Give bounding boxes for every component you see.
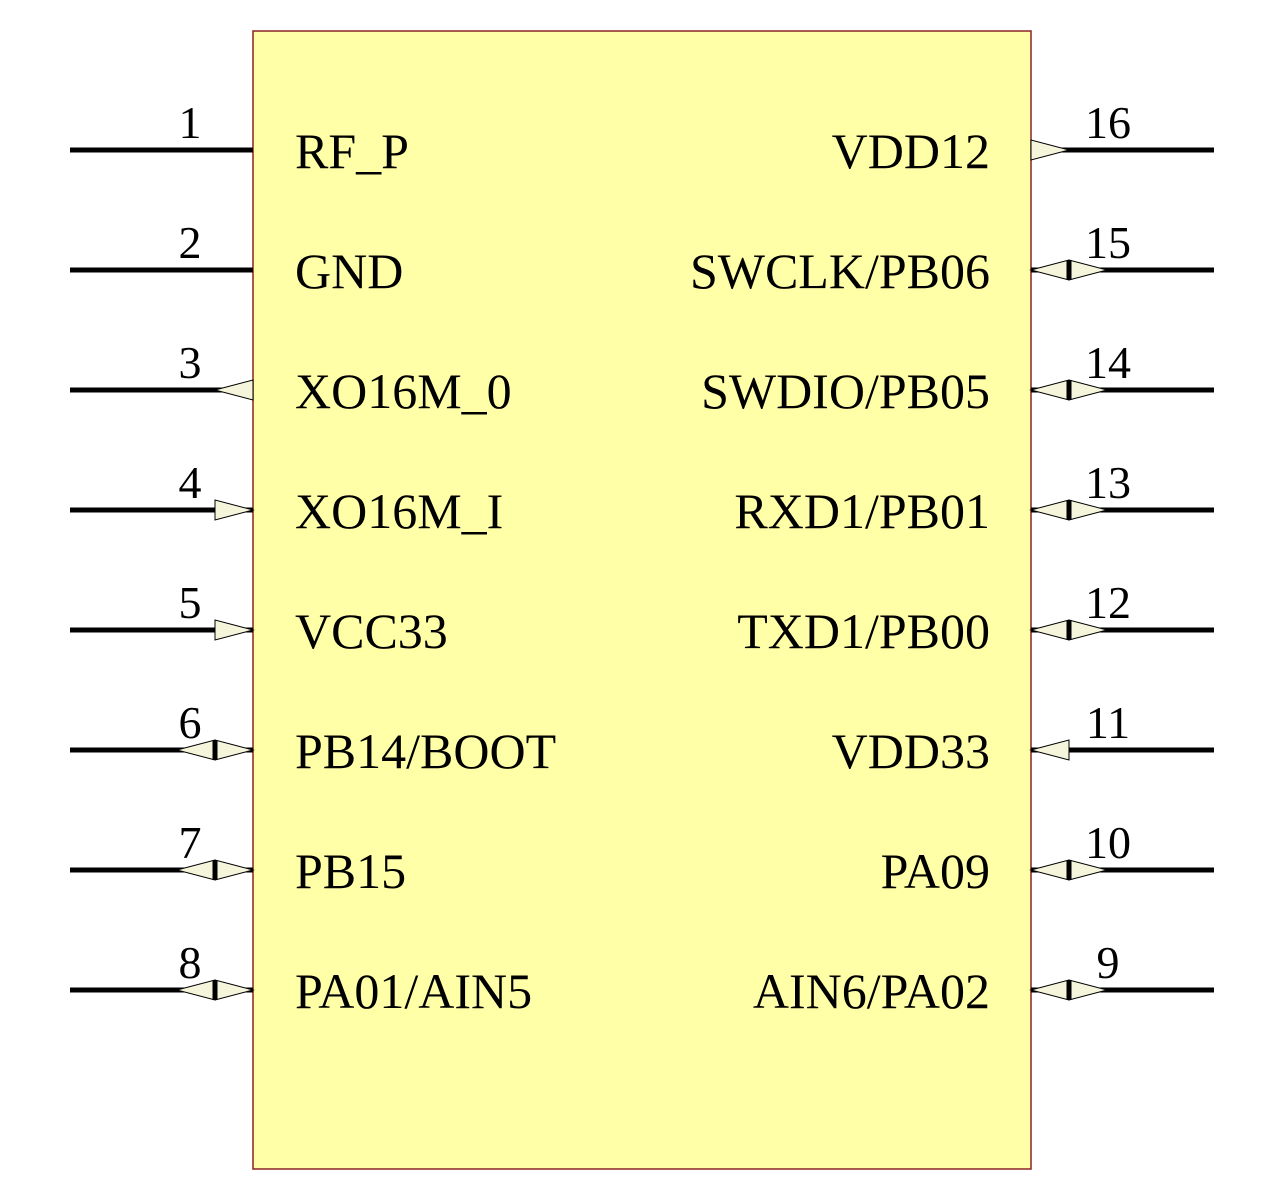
bidir-in-arrow	[214, 859, 255, 881]
input-arrow	[214, 619, 255, 641]
pin-number: 7	[179, 817, 202, 868]
pin-number: 2	[179, 217, 202, 268]
pin-name: SWCLK/PB06	[690, 243, 990, 299]
bidir-in-arrow	[1029, 499, 1070, 521]
pin-number: 12	[1085, 577, 1131, 628]
bidir-in-arrow	[1029, 859, 1070, 881]
pin-number: 4	[179, 457, 202, 508]
bidir-in-arrow	[214, 979, 255, 1001]
pin-number: 9	[1097, 937, 1120, 988]
pin-name: GND	[295, 243, 403, 299]
pin-name: XO16M_I	[295, 483, 503, 539]
bidir-in-arrow	[1029, 979, 1070, 1001]
pin-name: VCC33	[295, 603, 448, 659]
pin-name: TXD1/PB00	[737, 603, 990, 659]
pin-name: VDD12	[832, 123, 990, 179]
pin-name: PB15	[295, 843, 406, 899]
pin-name: VDD33	[832, 723, 990, 779]
input-arrow	[214, 499, 255, 521]
component-body	[252, 30, 1032, 1170]
pin-name: RF_P	[295, 123, 409, 179]
pin-number: 14	[1085, 337, 1131, 388]
pin-number: 15	[1085, 217, 1131, 268]
pin-number: 6	[179, 697, 202, 748]
pin-number: 13	[1085, 457, 1131, 508]
pin-number: 8	[179, 937, 202, 988]
pin-name: PA09	[881, 843, 990, 899]
pin-name: PB14/BOOT	[295, 723, 556, 779]
pin-name: XO16M_0	[295, 363, 512, 419]
pin-number: 16	[1085, 97, 1131, 148]
bidir-in-arrow	[1029, 379, 1070, 401]
pin-name: SWDIO/PB05	[701, 363, 990, 419]
input-arrow	[1029, 739, 1070, 761]
pin-number: 3	[179, 337, 202, 388]
output-arrow	[213, 379, 254, 401]
bidir-in-arrow	[214, 739, 255, 761]
output-arrow	[1030, 139, 1071, 161]
bidir-in-arrow	[1029, 619, 1070, 641]
pin-number: 11	[1086, 697, 1130, 748]
pin-name: AIN6/PA02	[753, 963, 990, 1019]
pin-name: PA01/AIN5	[295, 963, 532, 1019]
pin-name: RXD1/PB01	[734, 483, 990, 539]
pin-number: 1	[179, 97, 202, 148]
pin-number: 10	[1085, 817, 1131, 868]
pin-1: 1RF_P	[70, 97, 409, 179]
pin-number: 5	[179, 577, 202, 628]
bidir-in-arrow	[1029, 259, 1070, 281]
